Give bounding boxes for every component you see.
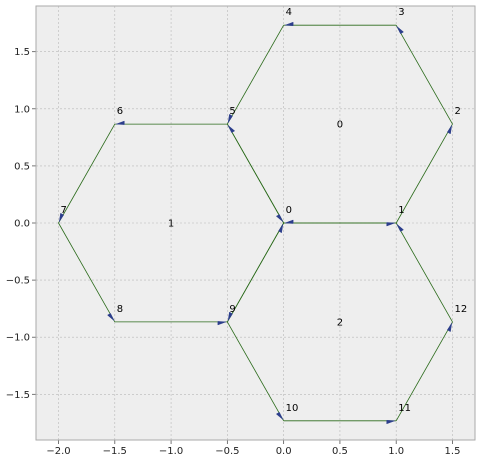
x-tick-label: 1.5	[445, 446, 461, 457]
edge-arrow-10-11	[386, 420, 395, 425]
y-tick-label: 0.0	[14, 219, 30, 230]
edge-arrow-7-8	[107, 313, 115, 321]
y-tick-label: 0.5	[14, 161, 30, 172]
x-tick-label: −1.5	[103, 446, 127, 457]
y-axis-ticks: 1.5 1.0 0.5 0.0 −0.5 −1.0 −1.5	[6, 47, 36, 401]
vertex-label-1: 1	[398, 205, 404, 216]
edges	[58, 24, 453, 422]
edge-arrow-4-5	[227, 113, 233, 123]
edge-arrows	[59, 21, 452, 425]
edge-12-1	[395, 222, 453, 323]
edge-11-12	[395, 321, 453, 422]
vertex-label-11: 11	[398, 403, 411, 414]
edge-arrow-0-1	[386, 222, 395, 227]
grid	[36, 6, 475, 440]
vertex-label-3: 3	[398, 7, 404, 18]
edge-arrow-1-0	[285, 219, 294, 224]
vertex-label-9: 9	[229, 304, 235, 315]
edge-2-3	[395, 24, 453, 125]
y-tick-label: 1.0	[14, 104, 30, 115]
edge-arrow-0-5	[227, 125, 236, 133]
edge-arrow-5-0	[275, 214, 284, 222]
edge-arrow-0-9	[227, 311, 233, 321]
y-tick-label: −1.5	[6, 390, 30, 401]
edge-arrow-5-6	[116, 120, 125, 125]
edge-0-9	[227, 222, 284, 323]
edge-9-10	[227, 321, 284, 422]
edge-arrow-9-10	[275, 411, 284, 420]
edge-arrow-1-2	[446, 125, 452, 135]
edge-arrow-3-4	[285, 21, 294, 26]
x-axis-ticks: −2.0 −1.5 −1.0 −0.5 0.0 0.5 1.0 1.5	[46, 440, 460, 457]
x-tick-label: 1.0	[388, 446, 404, 457]
y-tick-label: −1.0	[6, 333, 30, 344]
vertex-label-5: 5	[229, 106, 235, 117]
edge-arrow-12-1	[396, 224, 404, 232]
y-tick-label: −0.5	[6, 276, 30, 287]
edge-7-8	[58, 222, 116, 323]
vertex-label-2: 2	[454, 106, 460, 117]
edge-arrow-6-7	[59, 212, 65, 222]
x-tick-label: −1.0	[159, 446, 183, 457]
vertex-label-10: 10	[286, 403, 299, 414]
x-tick-label: 0.0	[276, 446, 292, 457]
face-labels: 0 1 2	[168, 120, 343, 329]
y-tick-label: 1.5	[14, 47, 30, 58]
vertex-label-8: 8	[117, 304, 123, 315]
face-label-0: 0	[337, 120, 343, 131]
edge-arrow-2-3	[396, 26, 404, 35]
edge-6-7	[58, 123, 116, 224]
vertex-label-6: 6	[117, 106, 123, 117]
x-tick-label: 0.5	[332, 446, 348, 457]
vertex-label-12: 12	[454, 304, 467, 315]
vertex-label-0: 0	[286, 205, 292, 216]
edge-1-2	[395, 123, 453, 224]
edge-4-5	[227, 24, 284, 125]
face-label-1: 1	[168, 219, 174, 230]
x-tick-label: −0.5	[215, 446, 239, 457]
edge-0-5	[227, 123, 284, 224]
edge-arrow-8-9	[217, 321, 226, 326]
plot-frame	[35, 5, 476, 441]
x-tick-label: −2.0	[46, 446, 70, 457]
vertex-label-7: 7	[61, 205, 67, 216]
vertex-label-4: 4	[286, 7, 292, 18]
face-label-2: 2	[337, 317, 343, 328]
edge-arrow-9-0	[278, 224, 284, 234]
edge-arrow-11-12	[446, 323, 452, 333]
